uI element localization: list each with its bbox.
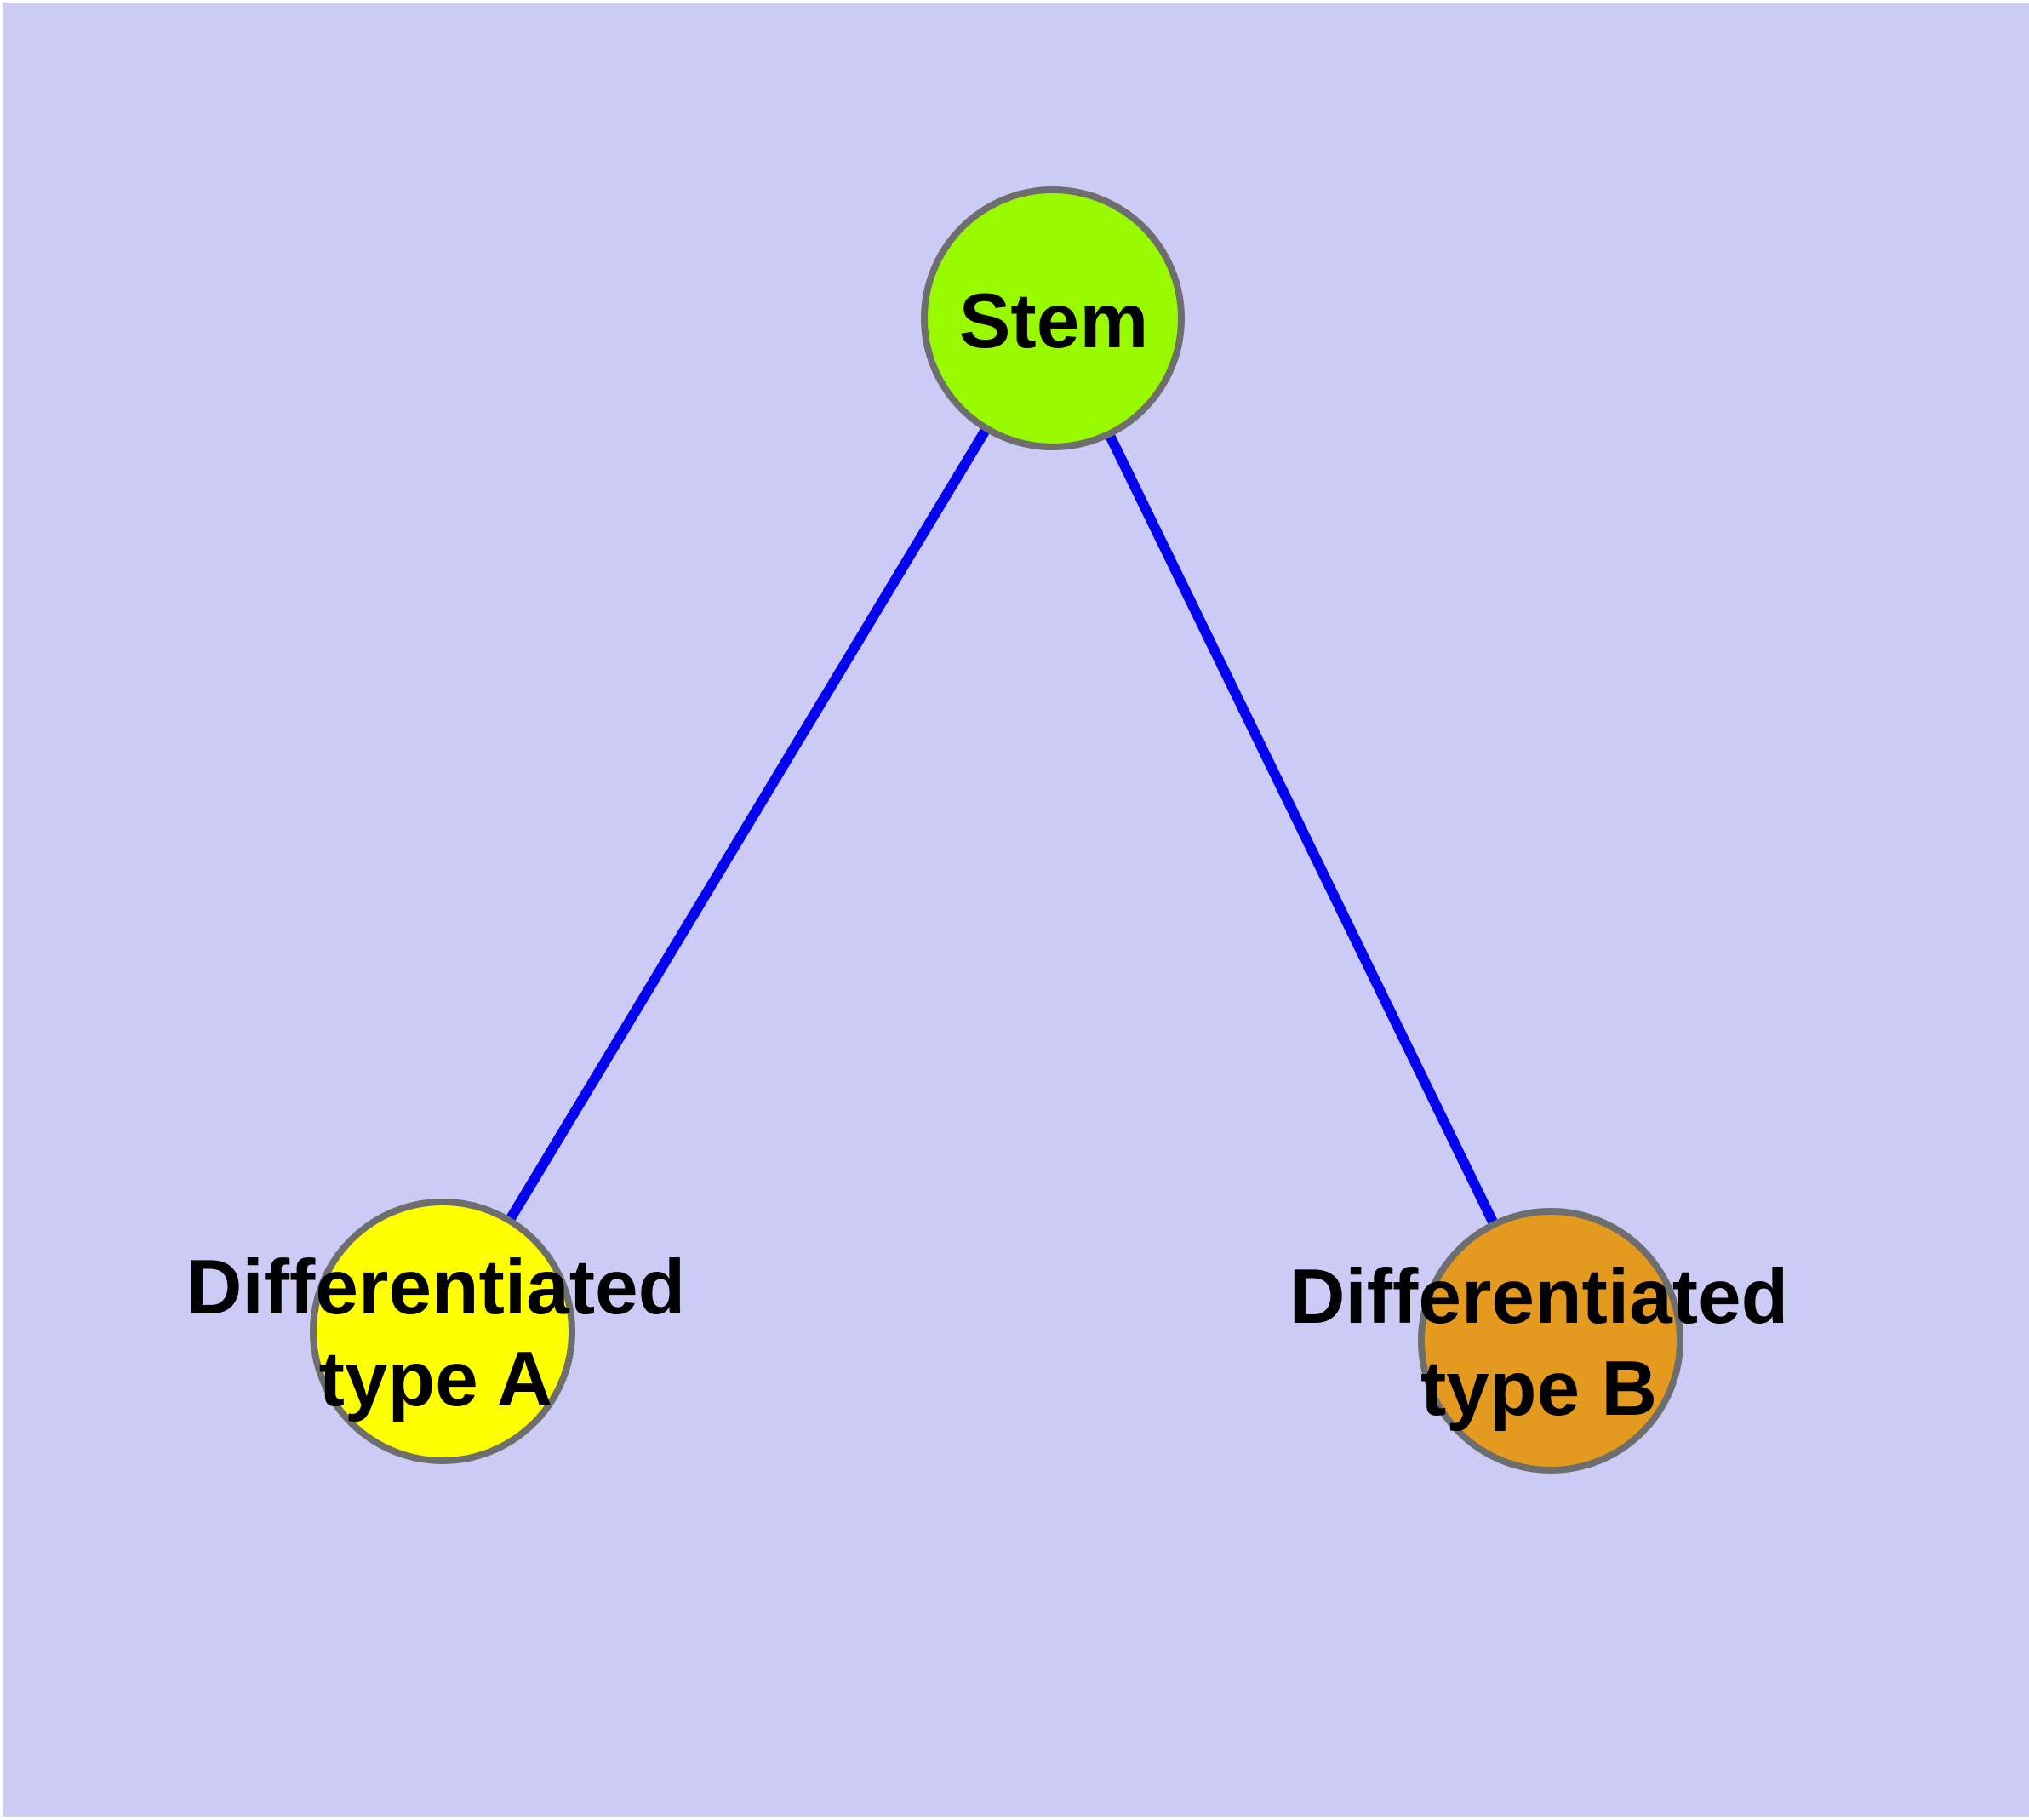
- type-b-node-label-line2: type B: [1420, 1346, 1658, 1432]
- type-a-node-label-line1: Differentiated: [186, 1245, 686, 1331]
- stem-node-label-text: Stem: [958, 278, 1149, 364]
- type-a-node-label-line2: type A: [318, 1336, 553, 1422]
- edge-stem-to-type-a: [437, 315, 1058, 1335]
- type-b-node-label: Differentiated type B: [1289, 1251, 1789, 1435]
- type-a-node: [310, 1199, 575, 1464]
- stem-node: [921, 186, 1185, 450]
- type-b-node-label-line1: Differentiated: [1289, 1254, 1789, 1340]
- type-a-node-label: Differentiated type A: [186, 1242, 686, 1426]
- stem-node-label: Stem: [959, 276, 1149, 368]
- edge-stem-to-type-b: [1048, 316, 1556, 1343]
- type-b-node: [1418, 1208, 1683, 1474]
